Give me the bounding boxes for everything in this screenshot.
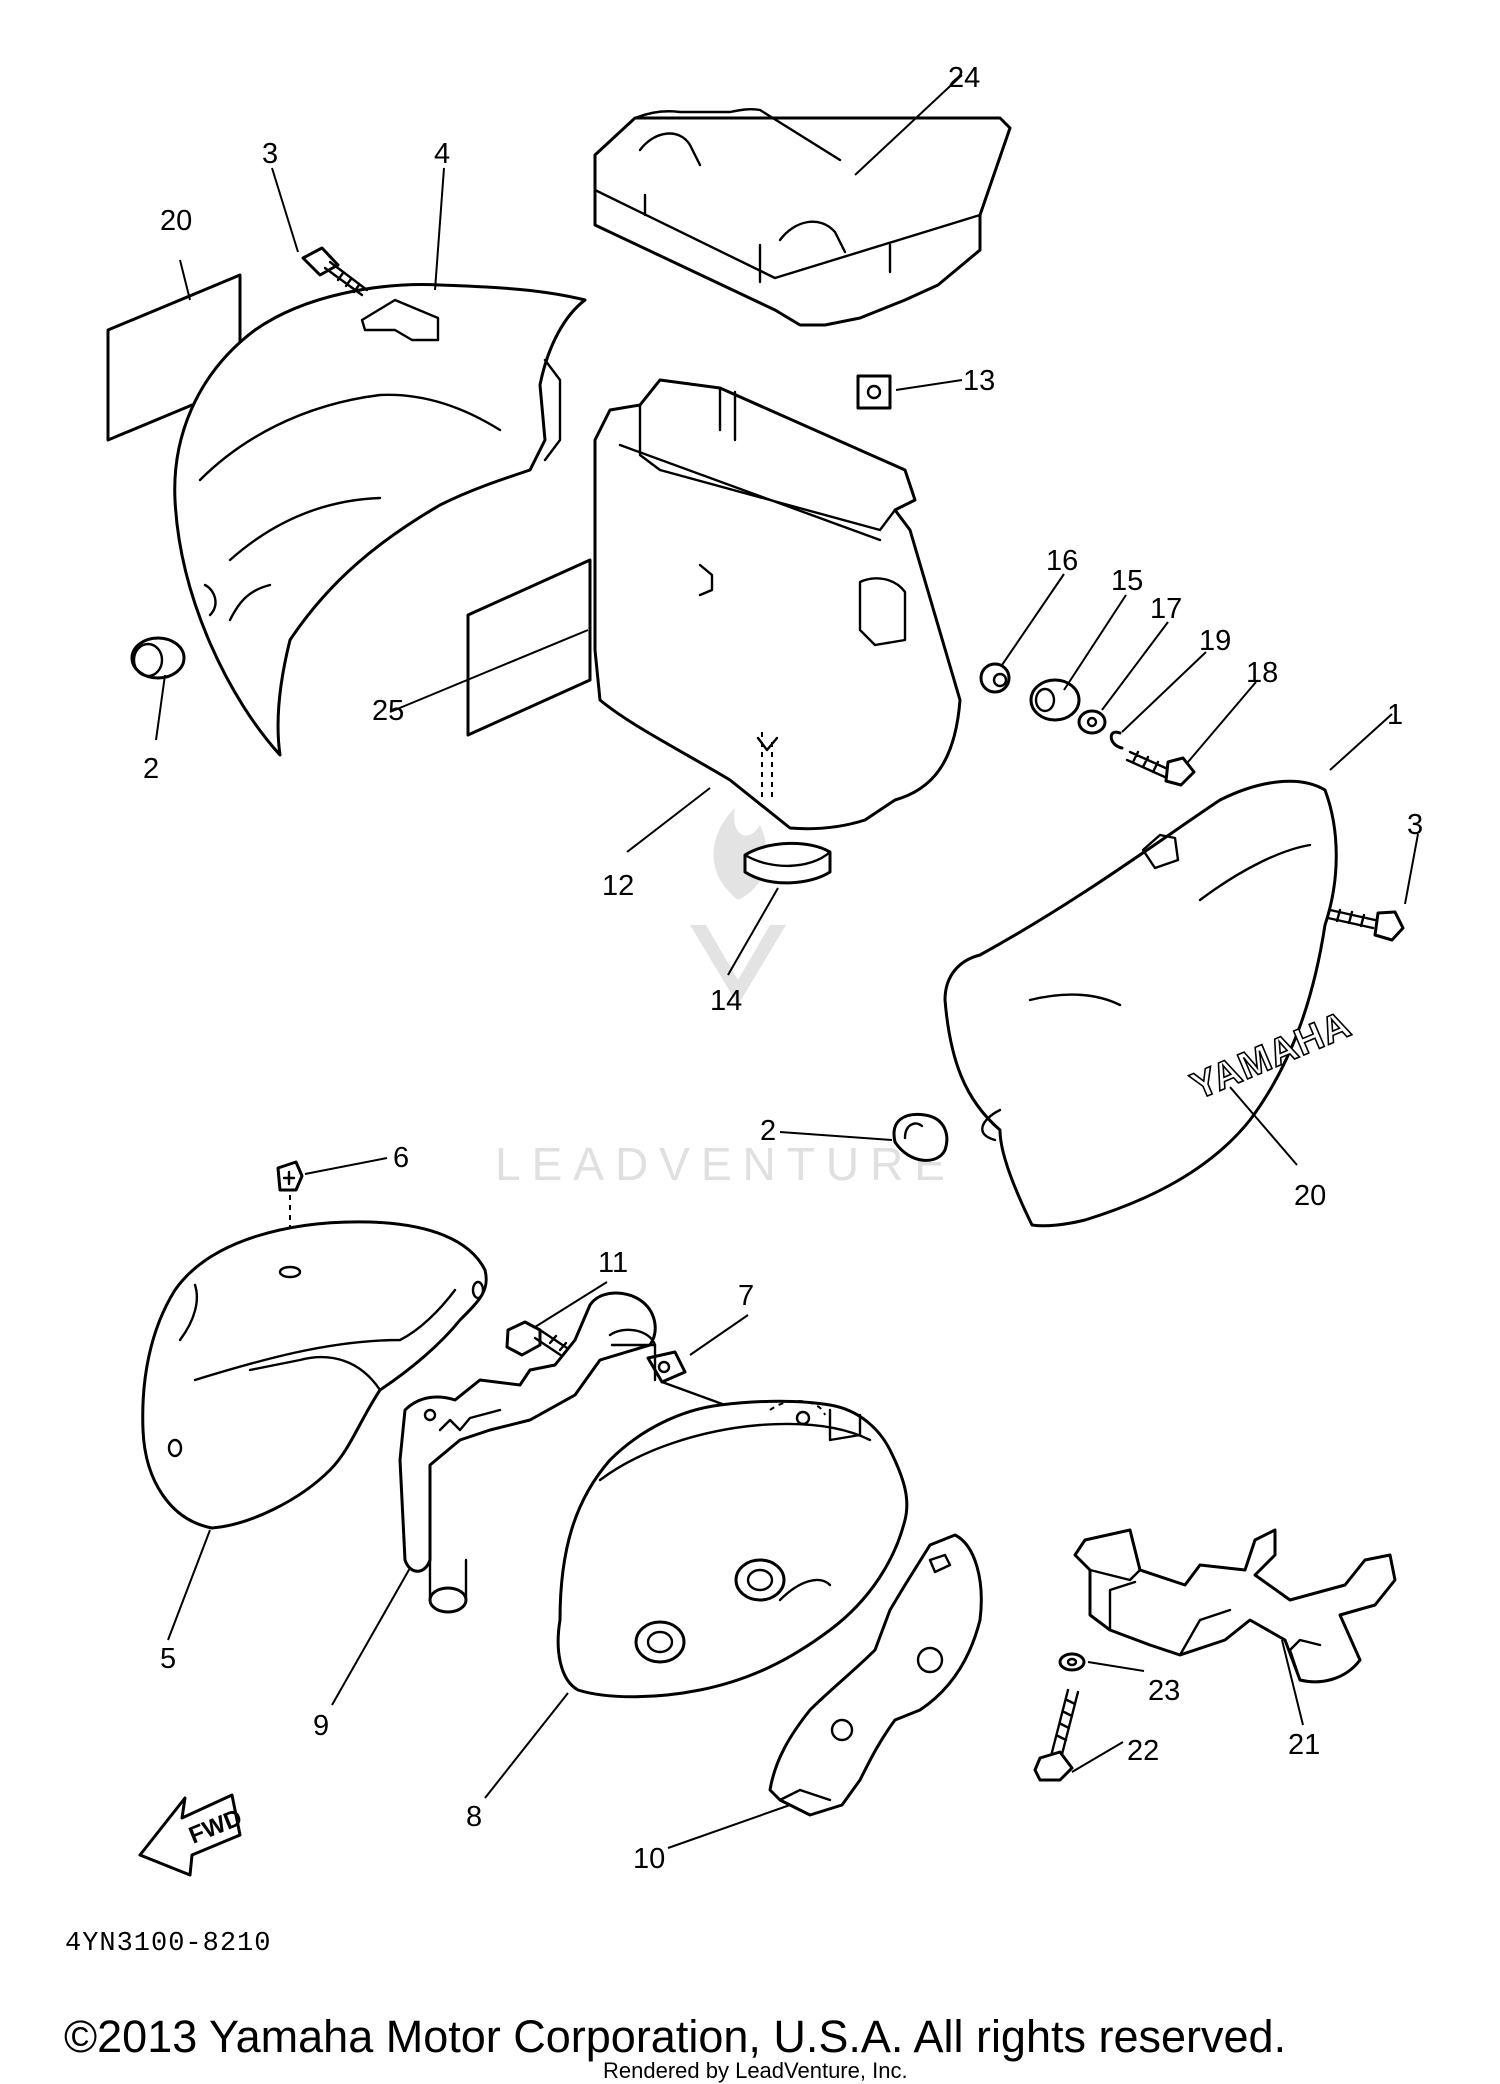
label-20-left: 20	[160, 205, 192, 237]
screw-right	[1326, 908, 1405, 942]
label-3-right: 3	[1407, 809, 1423, 841]
part-labels: 24 3 4 20 13 16 15 17 19 18 1 3 25 2 12 …	[143, 62, 1423, 1875]
label-5: 5	[160, 1643, 176, 1675]
rendered-by-text: Rendered by LeadVenture, Inc.	[603, 2058, 908, 2083]
washer-17	[1077, 709, 1107, 735]
label-2-left: 2	[143, 753, 159, 785]
leader-lines	[155, 74, 1419, 1849]
label-16: 16	[1046, 545, 1078, 577]
copyright-text: ©2013 Yamaha Motor Corporation, U.S.A. A…	[64, 2011, 1286, 2062]
screw-left	[301, 246, 369, 297]
label-17: 17	[1150, 593, 1182, 625]
label-4: 4	[434, 138, 450, 170]
grommet-right	[892, 1112, 949, 1162]
lock-washer-19	[1109, 730, 1124, 750]
label-21: 21	[1288, 1729, 1320, 1761]
bolt-18	[1125, 750, 1196, 787]
label-19: 19	[1199, 625, 1231, 657]
grommet-bottom	[743, 841, 832, 885]
label-20-right: 20	[1294, 1180, 1326, 1212]
label-18: 18	[1246, 657, 1278, 689]
side-cover-right: YAMAHA	[943, 779, 1358, 1228]
bracket-10	[768, 1533, 983, 1817]
battery-cover	[593, 107, 1012, 327]
label-1: 1	[1387, 699, 1403, 731]
bolt-22	[1033, 1688, 1080, 1782]
label-3-left: 3	[262, 138, 278, 170]
label-7: 7	[738, 1280, 754, 1312]
label-25: 25	[372, 695, 404, 727]
bolt-11	[505, 1320, 587, 1370]
label-11: 11	[598, 1247, 628, 1279]
cover-8	[556, 1399, 909, 1699]
watermark-text: LEADVENTURE	[495, 1138, 956, 1190]
side-cover-left	[173, 283, 587, 757]
fwd-arrow-icon: FWD	[138, 1793, 246, 1877]
label-13: 13	[963, 365, 995, 397]
label-9: 9	[313, 1710, 329, 1742]
label-14: 14	[710, 985, 742, 1017]
grommet-left	[130, 636, 186, 680]
label-24: 24	[948, 62, 980, 94]
label-8: 8	[466, 1801, 482, 1833]
label-15: 15	[1111, 565, 1143, 597]
label-12: 12	[602, 870, 634, 902]
bracket-21	[1073, 1528, 1397, 1684]
label-23: 23	[1148, 1675, 1180, 1707]
battery-box	[593, 378, 962, 831]
cover-5	[141, 1220, 488, 1530]
collar-16	[979, 662, 1011, 694]
label-22: 22	[1127, 1735, 1159, 1767]
bracket-9	[398, 1291, 657, 1614]
label-6: 6	[393, 1142, 409, 1174]
clip-nut	[856, 374, 892, 410]
caution-label	[466, 558, 592, 737]
drawing-code: 4YN3100-8210	[65, 1929, 271, 1959]
damper-15	[1029, 678, 1081, 722]
label-10: 10	[633, 1843, 665, 1875]
washer-23	[1058, 1652, 1086, 1672]
label-2-right: 2	[760, 1115, 776, 1147]
